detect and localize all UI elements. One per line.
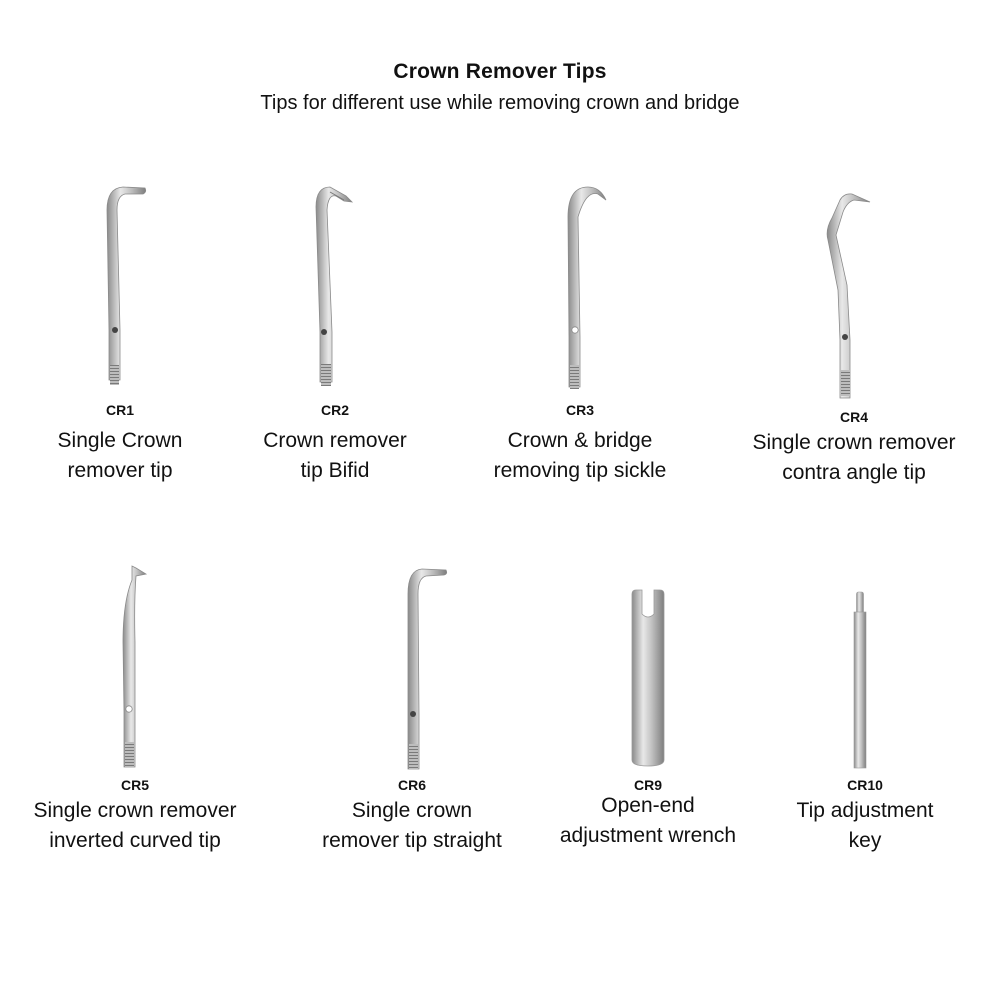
product-item-cr2: CR2 Crown remover tip Bifid bbox=[215, 398, 455, 486]
product-item-cr5: CR5 Single crown remover inverted curved… bbox=[15, 773, 255, 856]
product-code: CR3 bbox=[565, 402, 594, 418]
page-subtitle: Tips for different use while removing cr… bbox=[260, 92, 740, 114]
product-label: Single crown remover inverted curved tip bbox=[33, 799, 237, 852]
product-label: Single crown remover tip straight bbox=[322, 799, 502, 852]
contra-angle-tip-icon bbox=[826, 193, 871, 399]
product-item-cr6: CR6 Single crown remover tip straight bbox=[292, 773, 532, 856]
product-code: CR1 bbox=[105, 402, 134, 418]
straight-tip-icon bbox=[407, 568, 448, 770]
product-item-cr1: CR1 Single Crown remover tip bbox=[0, 398, 240, 486]
product-code: CR4 bbox=[839, 409, 868, 425]
product-item-cr4: CR4 Single crown remover contra angle ti… bbox=[734, 405, 974, 488]
product-item-cr9: CR9 Open-end adjustment wrench bbox=[528, 773, 768, 851]
page-title: Crown Remover Tips bbox=[393, 60, 607, 83]
product-code: CR10 bbox=[847, 777, 883, 793]
product-item-cr10: CR10 Tip adjustment key bbox=[745, 773, 985, 856]
product-label: Crown remover tip Bifid bbox=[263, 429, 407, 482]
straight-hook-tip-icon bbox=[106, 186, 147, 385]
product-label: Single crown remover contra angle tip bbox=[752, 431, 956, 484]
product-code: CR2 bbox=[320, 402, 349, 418]
product-code: CR5 bbox=[120, 777, 149, 793]
bifid-tip-icon bbox=[315, 186, 354, 386]
product-code: CR9 bbox=[633, 777, 662, 793]
sickle-tip-icon bbox=[567, 186, 607, 389]
product-code: CR6 bbox=[397, 777, 426, 793]
product-label: Single Crown remover tip bbox=[57, 429, 183, 482]
open-end-wrench-icon bbox=[631, 589, 665, 767]
adjustment-key-icon bbox=[853, 591, 867, 769]
product-item-cr3: CR3 Crown & bridge removing tip sickle bbox=[460, 398, 700, 486]
product-label: Tip adjustment key bbox=[796, 799, 934, 852]
inverted-curved-tip-icon bbox=[122, 565, 148, 768]
product-label: Crown & bridge removing tip sickle bbox=[493, 429, 667, 482]
product-label: Open-end adjustment wrench bbox=[559, 794, 737, 847]
